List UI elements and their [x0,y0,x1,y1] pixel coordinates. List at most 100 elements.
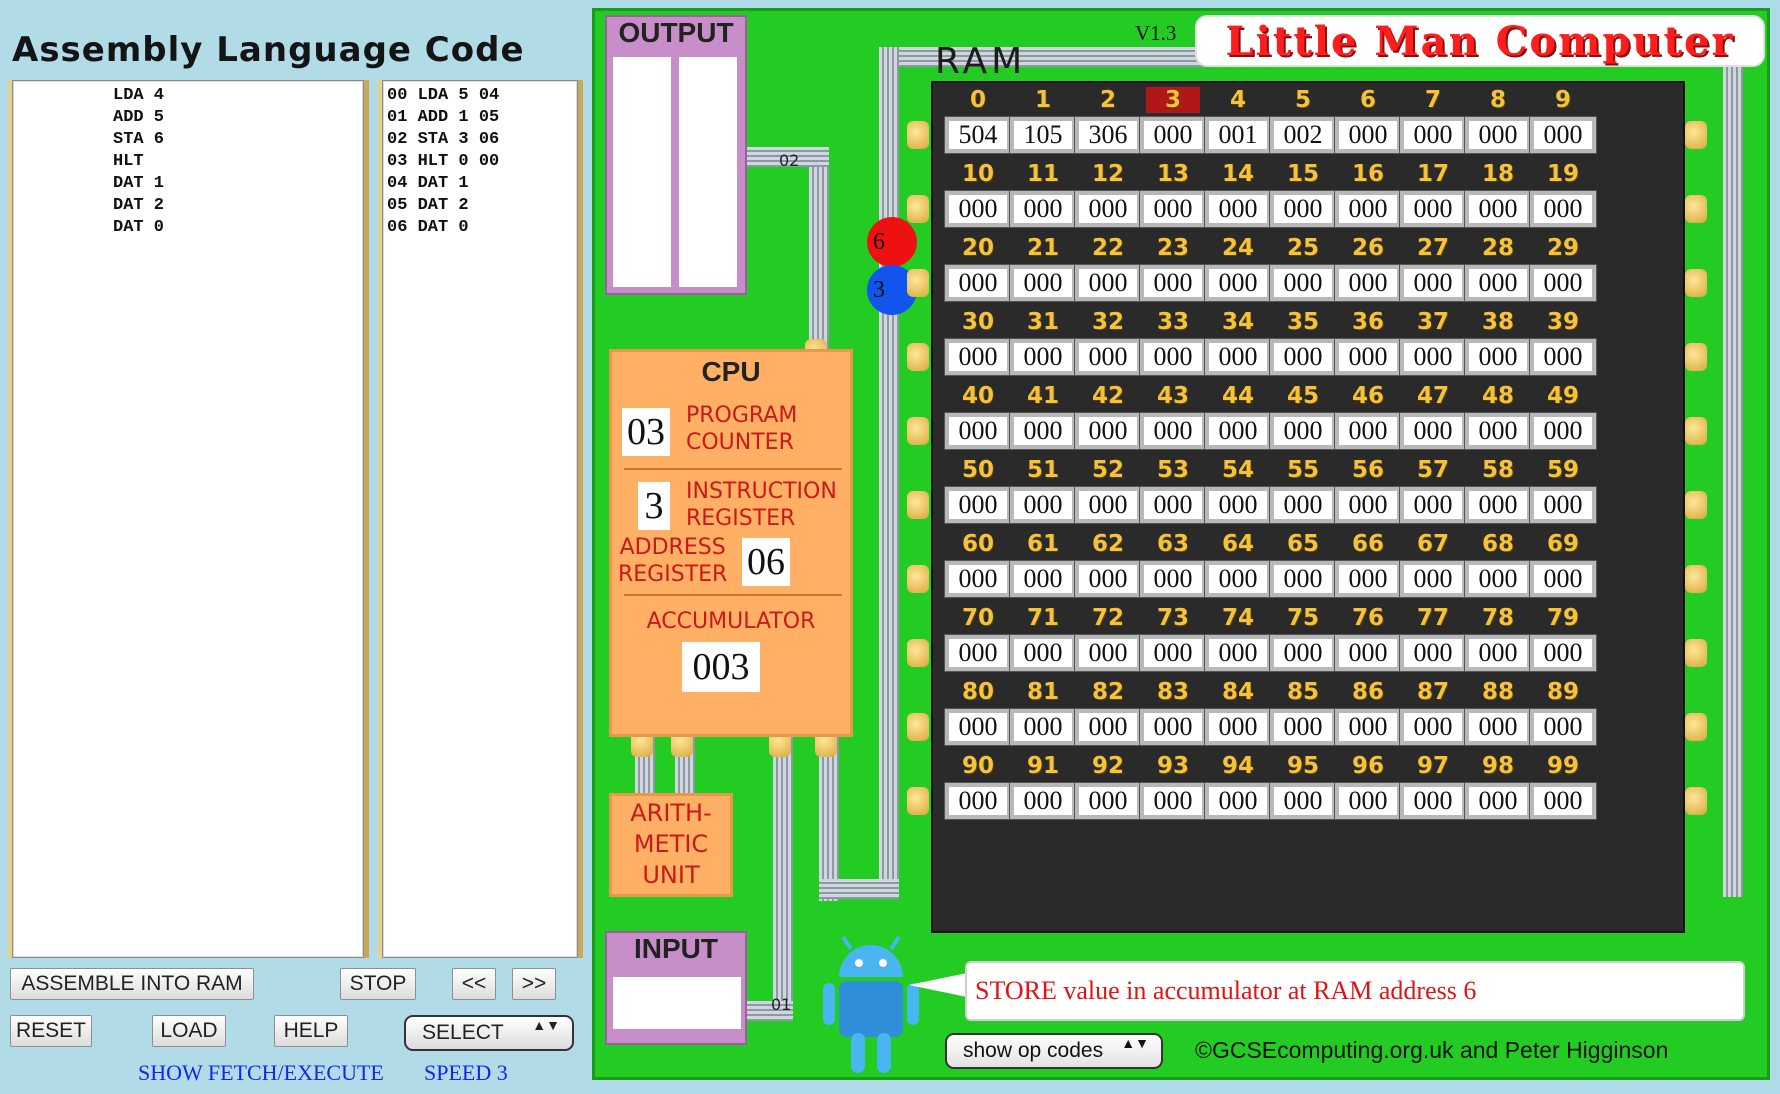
ram-cell[interactable]: 000 [1139,190,1207,228]
ram-cell[interactable]: 000 [1464,560,1532,598]
ram-cell[interactable]: 000 [1529,560,1597,598]
ram-cell[interactable]: 000 [1464,116,1532,154]
ram-cell[interactable]: 000 [1464,412,1532,450]
ram-cell[interactable]: 000 [1074,412,1142,450]
ram-cell[interactable]: 000 [1529,264,1597,302]
ram-cell[interactable]: 000 [1074,486,1142,524]
ram-cell[interactable]: 000 [1529,338,1597,376]
ram-cell[interactable]: 000 [1269,634,1337,672]
input-field[interactable] [613,977,741,1029]
ram-cell[interactable]: 000 [1269,412,1337,450]
ram-cell[interactable]: 000 [944,338,1012,376]
ram-cell[interactable]: 000 [1399,708,1467,746]
ram-cell[interactable]: 000 [1334,338,1402,376]
ram-cell[interactable]: 000 [1074,264,1142,302]
ram-cell[interactable]: 000 [1139,412,1207,450]
ram-cell[interactable]: 000 [1009,634,1077,672]
ram-cell[interactable]: 000 [1009,412,1077,450]
show-op-codes-dropdown[interactable]: show op codes ▲▼ [945,1033,1163,1069]
ram-cell[interactable]: 000 [944,560,1012,598]
ram-cell[interactable]: 000 [1529,190,1597,228]
ram-cell[interactable]: 000 [1074,708,1142,746]
ram-cell[interactable]: 000 [944,412,1012,450]
ram-cell[interactable]: 000 [1334,264,1402,302]
ram-cell[interactable]: 000 [1139,486,1207,524]
ram-cell[interactable]: 000 [1139,264,1207,302]
ram-cell[interactable]: 000 [1009,190,1077,228]
ram-cell[interactable]: 000 [1464,264,1532,302]
ram-cell[interactable]: 000 [1009,708,1077,746]
ram-cell[interactable]: 000 [1399,116,1467,154]
ram-cell[interactable]: 504 [944,116,1012,154]
ram-cell[interactable]: 000 [944,264,1012,302]
select-program-dropdown[interactable]: SELECT ▲▼ [404,1015,574,1051]
ram-cell[interactable]: 000 [1139,338,1207,376]
ram-cell[interactable]: 000 [1269,190,1337,228]
ram-cell[interactable]: 000 [1269,560,1337,598]
help-button[interactable]: HELP [274,1015,348,1047]
ram-cell[interactable]: 000 [944,634,1012,672]
ram-cell[interactable]: 000 [1399,634,1467,672]
ram-cell[interactable]: 000 [1529,782,1597,820]
ram-cell[interactable]: 000 [1269,338,1337,376]
ram-cell[interactable]: 000 [944,708,1012,746]
ram-cell[interactable]: 000 [1399,560,1467,598]
ram-cell[interactable]: 000 [1139,634,1207,672]
load-button[interactable]: LOAD [152,1015,226,1047]
ram-cell[interactable]: 000 [1204,190,1272,228]
ram-cell[interactable]: 000 [1269,708,1337,746]
ram-cell[interactable]: 000 [1074,560,1142,598]
ram-cell[interactable]: 000 [1204,782,1272,820]
ram-cell[interactable]: 000 [1464,634,1532,672]
ram-cell[interactable]: 000 [1334,412,1402,450]
ram-cell[interactable]: 000 [1204,634,1272,672]
ram-cell[interactable]: 000 [1399,338,1467,376]
ram-cell[interactable]: 000 [1204,338,1272,376]
ram-cell[interactable]: 000 [1074,190,1142,228]
ram-cell[interactable]: 000 [1464,190,1532,228]
ram-cell[interactable]: 000 [1139,560,1207,598]
ram-cell[interactable]: 000 [1269,486,1337,524]
ram-cell[interactable]: 000 [1139,782,1207,820]
ram-cell[interactable]: 000 [1139,708,1207,746]
show-fetch-execute-link[interactable]: SHOW FETCH/EXECUTE [138,1060,384,1085]
speed-link[interactable]: SPEED 3 [424,1060,508,1085]
ram-cell[interactable]: 000 [944,190,1012,228]
ram-cell[interactable]: 000 [1074,782,1142,820]
ram-cell[interactable]: 000 [1399,190,1467,228]
step-back-button[interactable]: << [452,968,496,1000]
ram-cell[interactable]: 000 [1334,560,1402,598]
ram-cell[interactable]: 000 [1334,782,1402,820]
ram-cell[interactable]: 000 [944,486,1012,524]
ram-cell[interactable]: 000 [1529,634,1597,672]
ram-cell[interactable]: 000 [1464,486,1532,524]
ram-cell[interactable]: 000 [1399,782,1467,820]
ram-cell[interactable]: 000 [1204,412,1272,450]
ram-cell[interactable]: 000 [1464,782,1532,820]
step-forward-button[interactable]: >> [512,968,556,1000]
ram-cell[interactable]: 000 [1204,264,1272,302]
ram-cell[interactable]: 000 [1009,560,1077,598]
ram-cell[interactable]: 000 [944,782,1012,820]
ram-cell[interactable]: 000 [1269,264,1337,302]
ram-cell[interactable]: 000 [1204,560,1272,598]
ram-cell[interactable]: 000 [1334,116,1402,154]
ram-cell[interactable]: 000 [1334,708,1402,746]
ram-cell[interactable]: 000 [1074,338,1142,376]
ram-cell[interactable]: 000 [1204,708,1272,746]
ram-cell[interactable]: 000 [1399,486,1467,524]
reset-button[interactable]: RESET [10,1015,92,1047]
ram-cell[interactable]: 000 [1074,634,1142,672]
ram-cell[interactable]: 000 [1009,338,1077,376]
ram-cell[interactable]: 000 [1529,708,1597,746]
ram-cell[interactable]: 000 [1529,116,1597,154]
ram-cell[interactable]: 000 [1464,708,1532,746]
ram-cell[interactable]: 000 [1334,190,1402,228]
ram-cell[interactable]: 000 [1009,486,1077,524]
ram-cell[interactable]: 306 [1074,116,1142,154]
ram-cell[interactable]: 000 [1334,486,1402,524]
ram-cell[interactable]: 000 [1139,116,1207,154]
ram-cell[interactable]: 000 [1009,264,1077,302]
ram-cell[interactable]: 000 [1334,634,1402,672]
